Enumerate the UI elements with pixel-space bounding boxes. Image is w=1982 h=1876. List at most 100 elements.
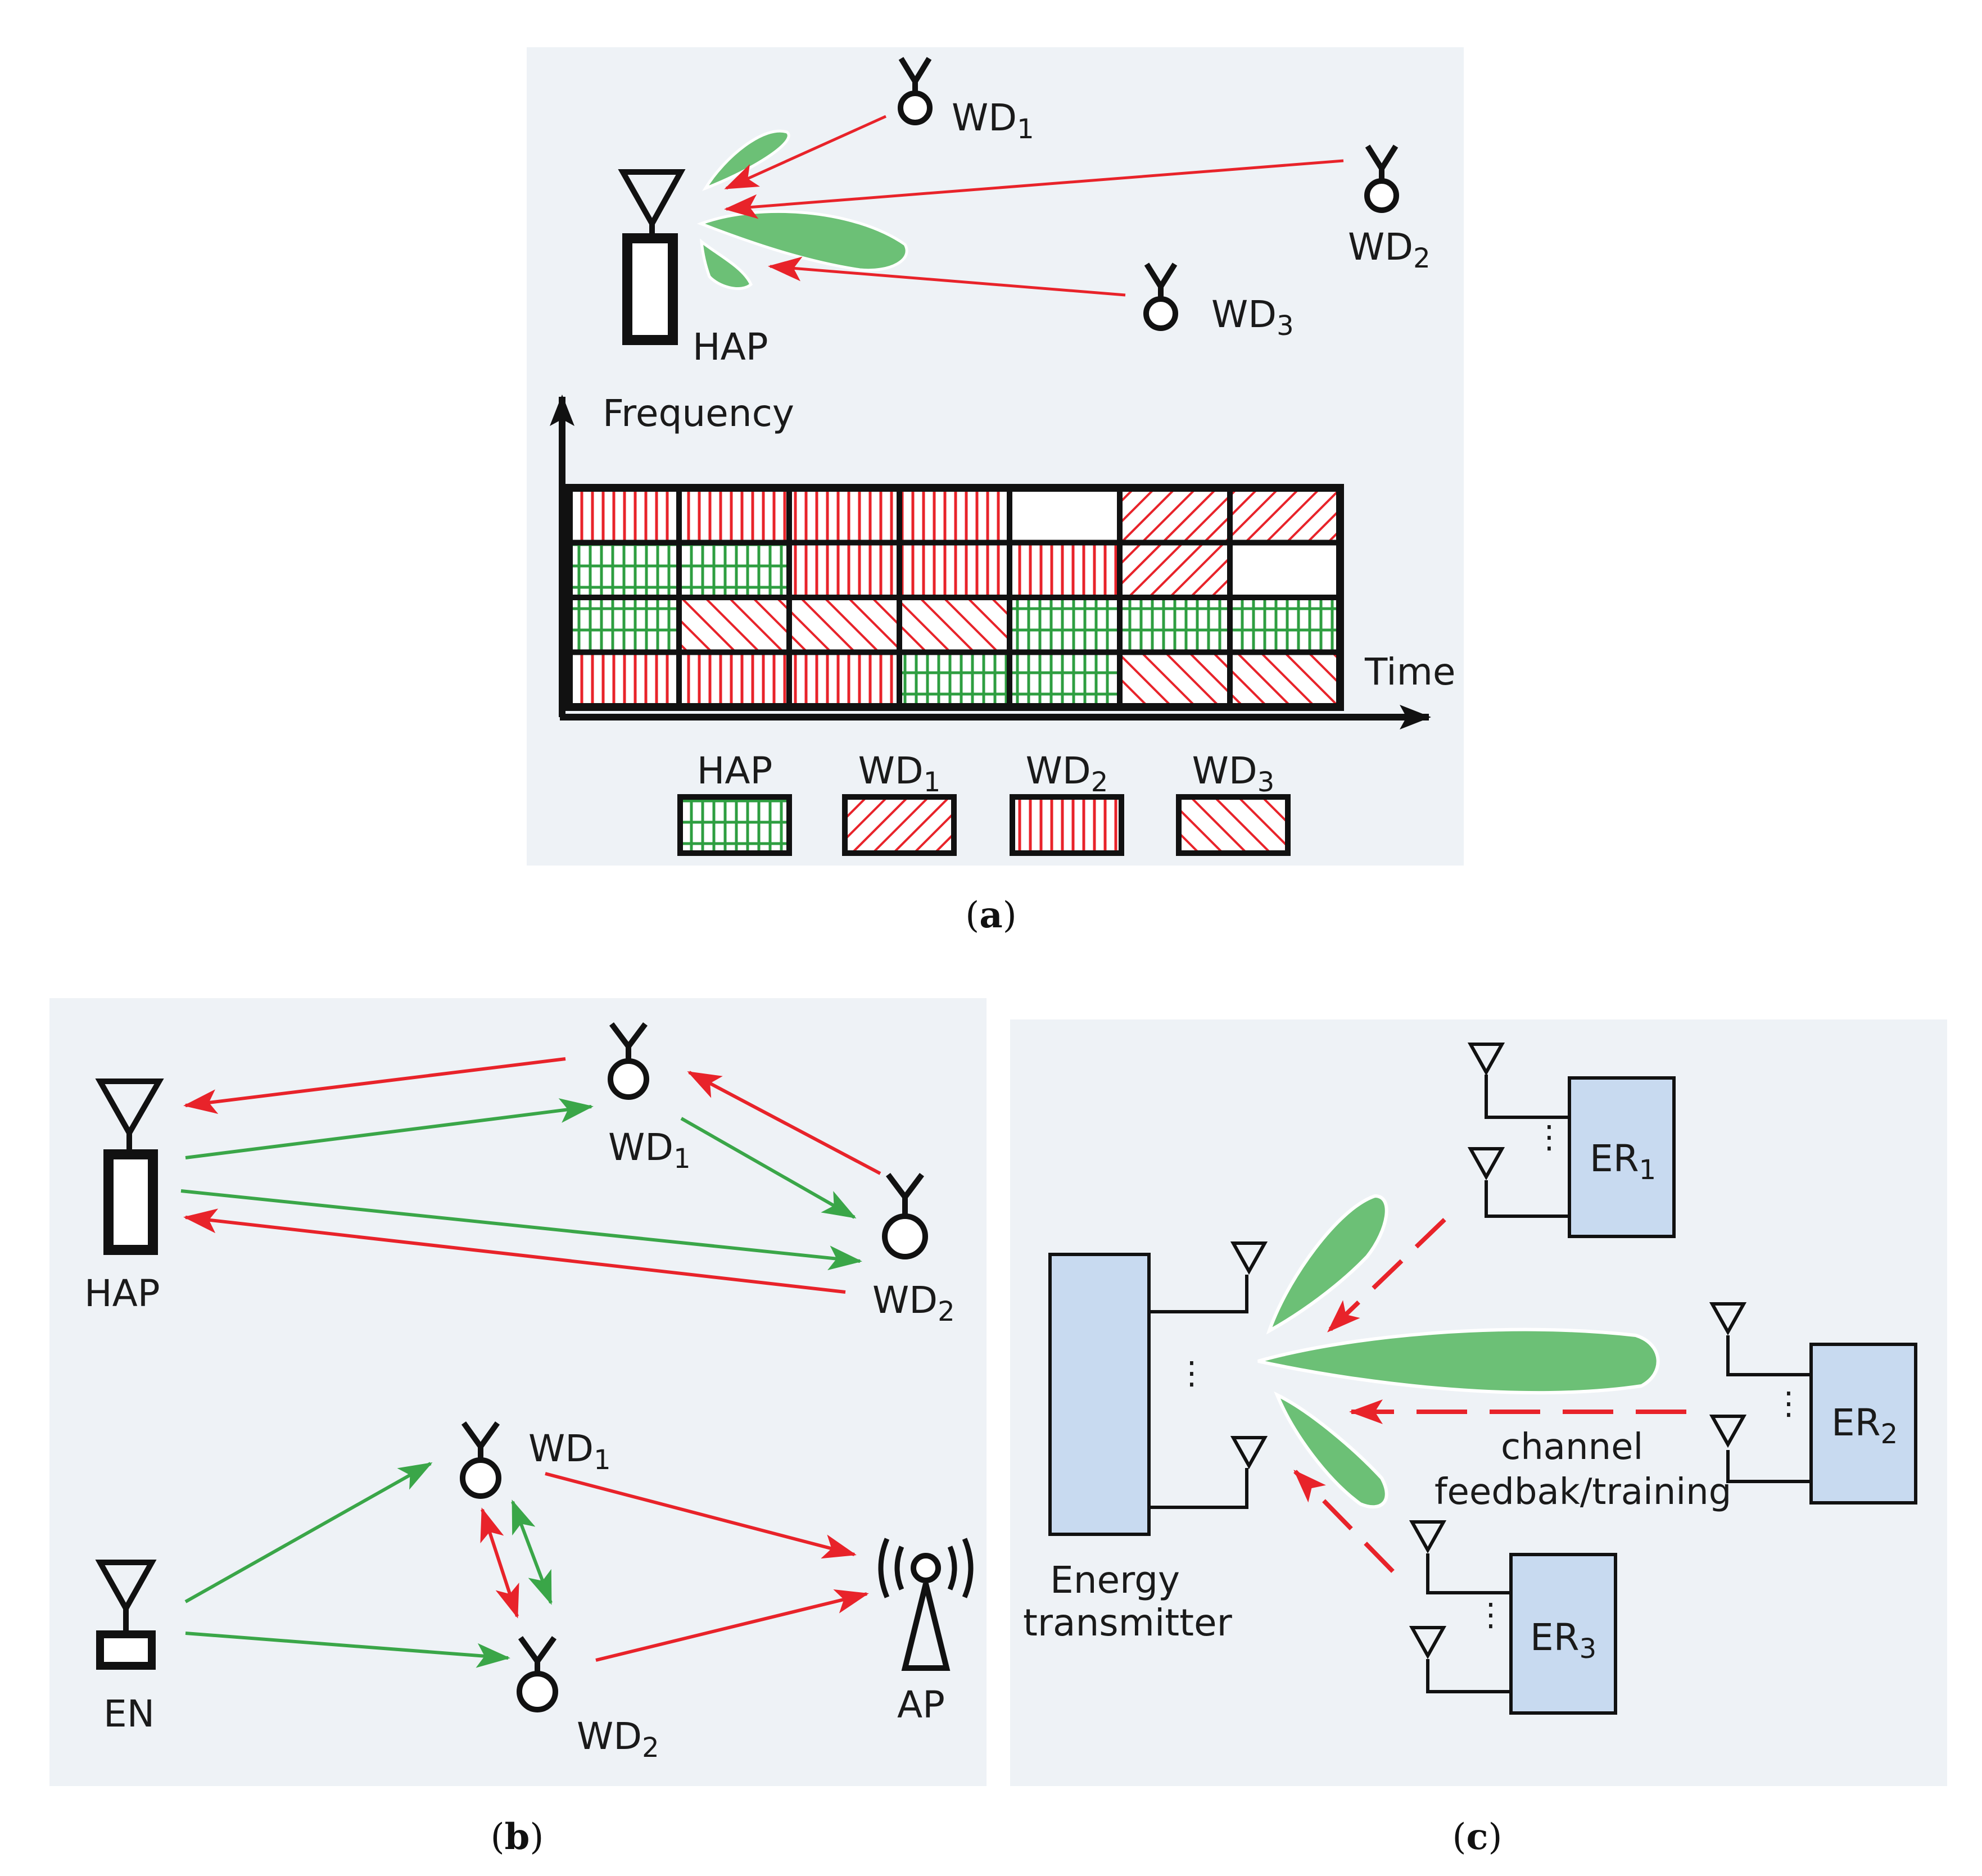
ap-wave-right-outer-icon — [962, 1538, 974, 1598]
er2-antenna-top-icon — [1709, 1302, 1811, 1376]
resource-grid — [565, 484, 1344, 711]
ap-wave-left-icon — [894, 1546, 904, 1590]
energy-receiver-er2: ⋮ ER2 — [1709, 1302, 1917, 1505]
arrow-wd1-to-hap — [183, 1057, 566, 1114]
device-circle-icon — [882, 1213, 928, 1259]
arrow-wd1-to-ap — [545, 1472, 857, 1559]
hap-antenna-icon — [95, 1079, 164, 1139]
arrow-d2d-green — [511, 1499, 553, 1605]
transmitter-label-line2: transmitter — [1023, 1601, 1233, 1644]
hap-station-b: HAP — [84, 1079, 164, 1315]
panel-b: HAP WD1 WD2 EN — [49, 998, 987, 1786]
legend-label-wd1: WD1 — [858, 749, 941, 798]
device-wd3: WD3 — [1143, 262, 1294, 342]
grid-cell-hap — [676, 540, 792, 600]
transmitter-dots: ⋮ — [1176, 1355, 1207, 1392]
er3-box — [1509, 1553, 1617, 1715]
frequency-axis-label: Frequency — [603, 392, 794, 435]
device-circle-icon — [460, 1457, 501, 1499]
grid-cell-wd3 — [676, 595, 792, 655]
device-circle-icon — [517, 1671, 558, 1712]
beam-lobe-main — [696, 210, 908, 272]
transmitter-antenna-top-icon — [1149, 1241, 1268, 1313]
beam-lobe-main-c — [1257, 1327, 1660, 1395]
arrow-hap-to-wd2 — [180, 1189, 862, 1271]
transmitter-antenna-bottom-icon — [1149, 1436, 1268, 1509]
hap-tower-icon — [622, 233, 678, 345]
beam-lobe-lower — [699, 238, 753, 290]
grid-cell-wd2 — [676, 485, 792, 546]
legend-item-wd1: WD1 — [842, 749, 957, 856]
er2-antenna-bottom-icon — [1709, 1415, 1811, 1483]
device-antenna-icon — [886, 1173, 924, 1214]
feedback-label-line1: channel — [1501, 1426, 1643, 1468]
energy-receiver-er3: ⋮ ER3 — [1409, 1520, 1617, 1715]
grid-cell-wd1 — [1227, 485, 1343, 546]
grid-cell-wd1 — [1117, 485, 1233, 546]
er3-dots: ⋮ — [1475, 1597, 1506, 1633]
er3-antenna-top-icon — [1409, 1520, 1511, 1594]
panel-a: HAP WD1 WD2 WD3 Frequ — [527, 47, 1464, 866]
en-box-icon — [96, 1630, 156, 1670]
hap-station: HAP — [618, 169, 768, 369]
en-antenna-icon — [95, 1560, 157, 1615]
grid-cell-wd3 — [897, 595, 1012, 655]
uplink-arrow-wd1 — [724, 115, 887, 190]
grid-cell-wd2 — [1007, 540, 1123, 600]
grid-cell-wd1 — [1117, 540, 1233, 600]
hap-label-b: HAP — [84, 1272, 160, 1315]
caption-b: (b) — [491, 1816, 544, 1858]
arrow-en-to-wd1 — [184, 1462, 433, 1603]
uplink-arrow-wd3 — [768, 256, 1126, 297]
grid-cell-wd2 — [786, 485, 902, 546]
grid-cell-wd3 — [1227, 649, 1343, 710]
hap-tower-icon — [103, 1149, 158, 1255]
ap-circle-icon — [911, 1553, 941, 1583]
caption-a: (a) — [965, 894, 1016, 936]
legend-label-hap: HAP — [697, 749, 773, 792]
grid-cell-wd2 — [786, 540, 902, 600]
er1-dots: ⋮ — [1533, 1119, 1565, 1155]
panel-b-background — [49, 998, 987, 1786]
ap-mast-icon — [901, 1583, 951, 1671]
transmitter-label-line1: Energy — [1050, 1558, 1180, 1602]
arrow-en-to-wd2 — [185, 1632, 510, 1668]
device-b-top-wd2: WD2 — [872, 1173, 955, 1327]
device-wd1: WD1 — [898, 57, 1034, 145]
grid-cell-wd3 — [1117, 649, 1233, 710]
feedback-arrow-er1 — [1327, 1218, 1446, 1333]
transmitter-box — [1048, 1253, 1151, 1536]
grid-cell-wd2 — [897, 485, 1012, 546]
legend-swatch-wd3 — [1176, 794, 1291, 856]
legend-item-hap: HAP — [677, 749, 792, 856]
er1-antenna-bottom-icon — [1467, 1147, 1569, 1218]
legend-item-wd3: WD3 — [1176, 749, 1291, 856]
device-b-bottom-wd2: WD2 — [517, 1636, 659, 1764]
energy-receiver-er1: ⋮ ER1 — [1467, 1043, 1676, 1238]
grid-cell-wd2 — [566, 649, 682, 710]
device-circle-icon — [1143, 296, 1178, 331]
ap-wave-right-icon — [947, 1546, 957, 1590]
access-point-ap: AP — [878, 1538, 974, 1727]
energy-beams — [1257, 1194, 1660, 1509]
arrow-wd2-to-ap — [595, 1589, 869, 1662]
beam-lobe-lower-c — [1274, 1391, 1388, 1509]
arrow-hap-to-wd1 — [185, 1098, 594, 1159]
legend-swatch-wd2 — [1010, 794, 1124, 856]
device-b-top-wd2-label: WD2 — [872, 1279, 955, 1327]
arrow-wd1-to-wd2 — [680, 1117, 857, 1219]
arrow-d2d-red — [480, 1507, 519, 1619]
grid-cell-hap — [1227, 595, 1343, 655]
er1-box — [1568, 1076, 1676, 1238]
er2-dots: ⋮ — [1773, 1385, 1804, 1422]
panel-c-background — [1010, 1019, 1947, 1786]
hap-antenna-icon — [618, 169, 686, 230]
device-antenna-icon — [1365, 144, 1399, 180]
grid-cell-hap — [1117, 595, 1233, 655]
er1-label: ER1 — [1590, 1137, 1656, 1186]
grid-cell-hap — [566, 540, 682, 600]
device-wd2: WD2 — [1348, 144, 1431, 274]
device-b-bottom-wd2-label: WD2 — [577, 1715, 659, 1764]
grid-cell-empty — [1007, 485, 1123, 546]
